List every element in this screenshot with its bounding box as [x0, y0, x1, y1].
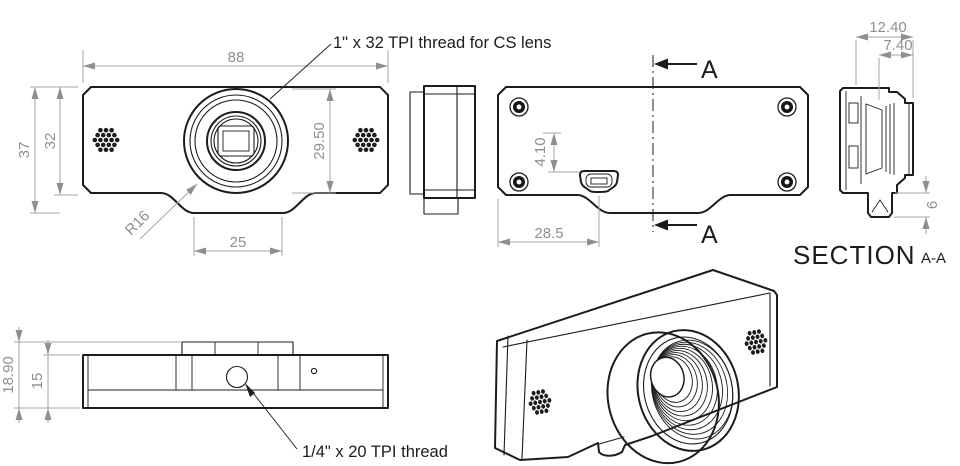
dim-label-37: 37 — [16, 142, 33, 159]
isometric-view — [494, 269, 778, 465]
dim-label-25: 25 — [230, 234, 247, 251]
iso-body-outline — [494, 269, 778, 461]
back-view: 4.10 28.5 A A — [497, 55, 809, 249]
bottom-body-outline — [82, 354, 389, 409]
side-view — [409, 85, 476, 215]
cs-thread-annotation: 1" x 32 TPI thread for CS lens — [269, 34, 551, 100]
cut-label-top: A — [701, 56, 718, 84]
section-internals — [845, 91, 910, 213]
dim-usb-offset: 28.5 — [497, 196, 600, 247]
bottom-mount-boss — [181, 341, 294, 356]
dim-front-width: 88 — [82, 49, 389, 83]
pilot-hole — [310, 367, 318, 375]
dim-depth-body: 7.40 — [878, 37, 913, 100]
cut-label-bottom: A — [701, 221, 718, 249]
dim-label-18-90: 18.90 — [0, 356, 17, 394]
tripod-thread-hole — [225, 365, 249, 389]
bottom-view: 18.90 15 1/4" x 20 TPI thread — [0, 327, 448, 461]
section-cut-line: A A — [652, 55, 718, 249]
cs-thread-label: 1" x 32 TPI thread for CS lens — [333, 34, 551, 52]
section-title-label: SECTION — [793, 240, 916, 270]
tripod-thread-annotation: 1/4" x 20 TPI thread — [245, 383, 448, 461]
dim-front-heights: 37 32 — [16, 86, 78, 214]
dim-usb-drop: 4.10 — [532, 132, 580, 173]
dim-label-12-40: 12.40 — [869, 19, 907, 36]
iso-lens-aperture — [649, 356, 685, 398]
dim-label-32: 32 — [42, 133, 59, 150]
dim-bottom-depths: 18.90 15 — [0, 327, 182, 423]
usb-port — [579, 170, 619, 193]
section-outline — [839, 87, 914, 218]
front-body-outline — [82, 86, 389, 214]
iso-lens — [606, 329, 740, 465]
dim-depth-overall: 12.40 — [855, 19, 914, 98]
dim-label-r16: R16 — [122, 207, 153, 238]
dim-label-88: 88 — [228, 49, 245, 66]
dim-lens-boss: 29.50 — [292, 88, 336, 194]
tripod-thread-label: 1/4" x 20 TPI thread — [302, 443, 448, 461]
dim-label-6: 6 — [924, 201, 941, 209]
dim-label-15: 15 — [29, 373, 46, 390]
cut-arrow-top — [654, 58, 668, 70]
front-lens — [183, 88, 289, 194]
dim-label-28-5: 28.5 — [534, 225, 563, 242]
dim-tab-width: 25 — [193, 217, 283, 256]
dim-label-7-40: 7.40 — [883, 37, 912, 54]
dim-tab-depth: 6 — [894, 176, 941, 234]
dim-label-4-10: 4.10 — [532, 137, 549, 166]
dim-label-29-50: 29.50 — [311, 122, 328, 160]
section-suffix-label: A-A — [921, 250, 946, 267]
section-title: SECTION A-A — [793, 240, 946, 270]
cut-arrow-bottom — [654, 219, 668, 231]
section-view: 12.40 7.40 6 SECTION A-A — [793, 19, 946, 270]
iso-body-edges — [502, 292, 771, 460]
leader-arrow — [245, 383, 255, 397]
